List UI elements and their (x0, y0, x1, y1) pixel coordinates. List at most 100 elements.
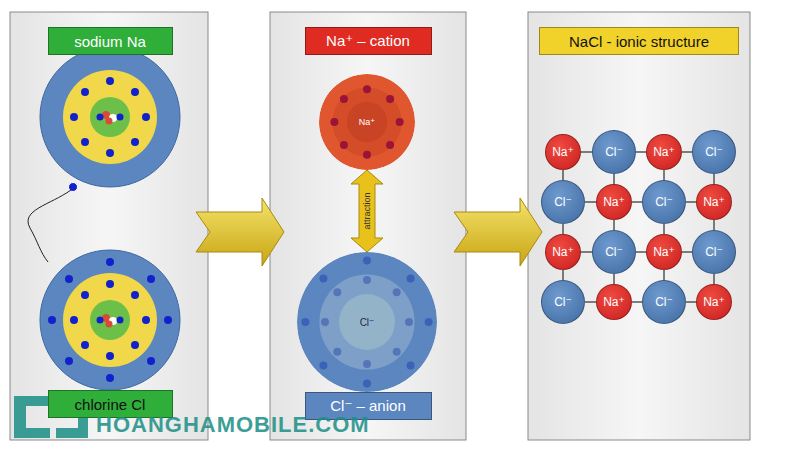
panel (10, 12, 208, 440)
lattice-bond (663, 270, 665, 280)
lattice-bond (713, 174, 715, 184)
lattice-bond (581, 251, 592, 253)
electron-dot (386, 141, 394, 149)
panel (270, 12, 466, 440)
electron-dot (301, 318, 309, 326)
electron-dot (319, 362, 327, 370)
chloride-ion: Cl⁻ (642, 180, 686, 224)
lattice-bond (713, 274, 715, 284)
shell-ring (339, 294, 395, 350)
step-arrow (454, 198, 542, 266)
shell-ring (332, 87, 401, 156)
node-text: Cl⁻ (705, 145, 723, 159)
node-text: Na⁺ (552, 245, 574, 259)
lattice-bond (682, 151, 692, 153)
shell-ring (319, 274, 414, 369)
lattice-bond (562, 170, 564, 180)
electron-dot (363, 276, 371, 284)
electron-dot (363, 360, 371, 368)
node-text: Na⁺ (359, 117, 375, 127)
attraction-arrow (351, 170, 383, 252)
lattice-bond (632, 301, 642, 303)
watermark: HOANGHAMOBILE.COM (96, 412, 370, 438)
electron-dot (386, 95, 394, 103)
node-text: Na⁺ (603, 195, 625, 209)
title-tag: sodium Na (48, 27, 173, 55)
node-text: chlorine Cl (75, 396, 146, 413)
chloride-ion: Cl⁻ (692, 130, 736, 174)
title-tag: Na⁺ – cation (305, 27, 432, 55)
chloride-ion: Cl⁻ (592, 130, 636, 174)
lattice-bond (562, 270, 564, 280)
panel (528, 12, 750, 440)
step-arrow (196, 198, 284, 266)
lattice-bond (636, 151, 646, 153)
chloride-ion: Cl⁻ (642, 280, 686, 324)
chloride-anion: Cl⁻ (297, 252, 437, 392)
shell-ring (319, 74, 415, 170)
lattice-bond (613, 274, 615, 284)
sodium-cation: Na⁺ (319, 74, 415, 170)
electron-dot (363, 151, 371, 159)
node-text: Na⁺ (653, 145, 675, 159)
lattice-bond (632, 201, 642, 203)
node-text: sodium Na (74, 33, 146, 50)
shell-ring (347, 102, 387, 142)
lattice-bond (663, 170, 665, 180)
electron-dot (319, 274, 327, 282)
node-text: Cl⁻ (360, 317, 375, 328)
sodium-ion: Na⁺ (646, 134, 682, 170)
chloride-ion: Cl⁻ (541, 180, 585, 224)
electron-dot (363, 256, 371, 264)
electron-dot (407, 274, 415, 282)
electron-dot (393, 288, 401, 296)
sodium-ion: Na⁺ (545, 234, 581, 270)
sodium-ion: Na⁺ (646, 234, 682, 270)
lattice-bond (562, 224, 564, 234)
electron-dot (405, 318, 413, 326)
node-text: Cl⁻ (605, 145, 623, 159)
electron-path (28, 190, 71, 262)
chloride-ion: Cl⁻ (592, 230, 636, 274)
electron-dot (330, 118, 338, 126)
lattice-bond (613, 220, 615, 230)
node-text: Na⁺ (703, 295, 725, 309)
lattice-bond (713, 220, 715, 230)
electron-dot (321, 318, 329, 326)
sodium-ion: Na⁺ (545, 134, 581, 170)
node-text: Cl⁻ (554, 295, 572, 309)
lattice-bond (585, 201, 596, 203)
sodium-atom (40, 47, 180, 192)
lattice-bond (636, 251, 646, 253)
lattice-bond (581, 151, 592, 153)
lattice-bond (682, 251, 692, 253)
node-text: NaCl - ionic structure (569, 33, 709, 50)
electron-dot (340, 95, 348, 103)
node-text: Na⁺ (603, 295, 625, 309)
node-text: Na⁺ – cation (326, 32, 410, 50)
node-text: Cl⁻ (705, 245, 723, 259)
chlorine-atom (40, 250, 180, 390)
electron-dot (407, 362, 415, 370)
electron-dot (333, 348, 341, 356)
sodium-ion: Na⁺ (696, 184, 732, 220)
electron-dot (333, 288, 341, 296)
title-tag: NaCl - ionic structure (539, 27, 739, 55)
lattice-bond (686, 201, 696, 203)
lattice-bond (686, 301, 696, 303)
sodium-ion: Na⁺ (596, 284, 632, 320)
electron-dot (393, 348, 401, 356)
electron-dot (425, 318, 433, 326)
sodium-ion: Na⁺ (696, 284, 732, 320)
chloride-ion: Cl⁻ (541, 280, 585, 324)
sodium-ion: Na⁺ (596, 184, 632, 220)
electron-dot (340, 141, 348, 149)
shell-ring (297, 252, 437, 392)
node-text: Cl⁻ (655, 195, 673, 209)
lattice-bond (663, 224, 665, 234)
electron-dot (363, 85, 371, 93)
lattice-bond (613, 174, 615, 184)
edge-label: attraction (362, 192, 372, 229)
electron-dot (363, 380, 371, 388)
